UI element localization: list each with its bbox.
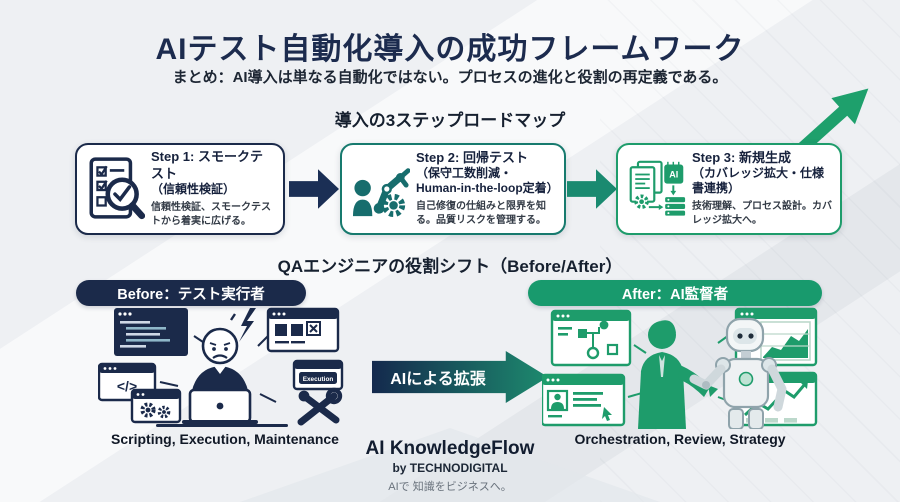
execution-window-icon: Execution bbox=[292, 359, 344, 391]
role-shift-heading: QAエンジニアの役割シフト（Before/After） bbox=[277, 257, 623, 276]
ai-robot-figure bbox=[689, 317, 787, 429]
step-1-subtitle: （信頼性検証） bbox=[151, 181, 236, 196]
step-2-title: Step 2: 回帰テスト bbox=[416, 149, 528, 165]
spec-doc-ai-chip-server-icon: AI bbox=[629, 160, 686, 216]
stress-lightning-icon bbox=[230, 308, 256, 342]
wrench-tools-icon bbox=[297, 387, 343, 426]
step-3-subtitle: （カバレッジ拡大・仕様書連携） bbox=[692, 166, 825, 196]
before-caption: Scripting, Execution, Maintenance bbox=[111, 431, 339, 447]
step-2-card: Step 2: 回帰テスト （保守工数削減・Human-in-the-loop定… bbox=[340, 143, 566, 235]
qa-manager-figure bbox=[638, 320, 718, 429]
step-3-title: Step 3: 新規生成 bbox=[692, 149, 791, 165]
brand-tagline: AIで 知識をビジネスへ。 bbox=[388, 481, 512, 493]
page-subtitle: まとめ：AI導入は単なる自動化ではない。プロセスの進化と役割の再定義である。 bbox=[172, 69, 728, 86]
after-caption: Orchestration, Review, Strategy bbox=[574, 431, 786, 447]
after-illustration bbox=[542, 307, 818, 429]
brand-name: AI KnowledgeFlow bbox=[365, 438, 535, 459]
after-badge: After：AI監督者 bbox=[528, 280, 822, 306]
step-2-text: Step 2: 回帰テスト （保守工数削減・Human-in-the-loop定… bbox=[410, 149, 559, 228]
ai-expansion-arrow-label: AIによる拡張 bbox=[390, 371, 486, 388]
robot-arm-person-gear-icon bbox=[352, 168, 410, 218]
step-3-card: AI Step 3: 新規生成 （カバレッジ拡大・仕様書連携） 技術理解、プロセ… bbox=[616, 143, 842, 235]
step-1-description: 信頼性検証、スモークテストから着実に広げる。 bbox=[151, 201, 271, 227]
step-1-card: Step 1: スモークテスト （信頼性検証） 信頼性検証、スモークテストから着… bbox=[75, 143, 285, 235]
step-3-text: Step 3: 新規生成 （カバレッジ拡大・仕様書連携） 技術理解、プロセス設計… bbox=[686, 150, 832, 228]
profile-window-icon bbox=[542, 373, 626, 427]
step-3-description: 技術理解、プロセス設計。カバレッジ拡大へ。 bbox=[692, 201, 832, 227]
roadmap-heading: 導入の3ステップロードマップ bbox=[334, 111, 566, 130]
before-illustration: </> Execution bbox=[98, 307, 344, 427]
page-title: AIテスト自動化導入の成功フレームワーク bbox=[155, 33, 745, 66]
ai-expansion-arrow: AIによる拡張 bbox=[372, 351, 548, 403]
step-1-text: Step 1: スモークテスト （信頼性検証） 信頼性検証、スモークテストから着… bbox=[145, 149, 275, 229]
step-1-title: Step 1: スモークテスト bbox=[151, 149, 263, 181]
brand-byline: by TECHNODIGITAL bbox=[392, 461, 508, 475]
step-2-subtitle: （保守工数削減・Human-in-the-loop定着） bbox=[416, 166, 559, 196]
flowchart-window-icon bbox=[550, 309, 632, 367]
error-window-icon bbox=[266, 307, 340, 353]
checklist-magnifier-icon bbox=[89, 157, 145, 220]
ai-chip-label: AI bbox=[669, 170, 678, 180]
code-editor-window-icon bbox=[114, 308, 188, 356]
execution-badge: Execution bbox=[303, 376, 334, 383]
gears-window-icon bbox=[130, 388, 182, 424]
before-badge: Before：テスト実行者 bbox=[76, 280, 306, 306]
worried-engineer-figure bbox=[156, 327, 288, 427]
step-2-description: 自己修復の仕組みと限界を知る。品質リスクを管理する。 bbox=[416, 201, 546, 227]
